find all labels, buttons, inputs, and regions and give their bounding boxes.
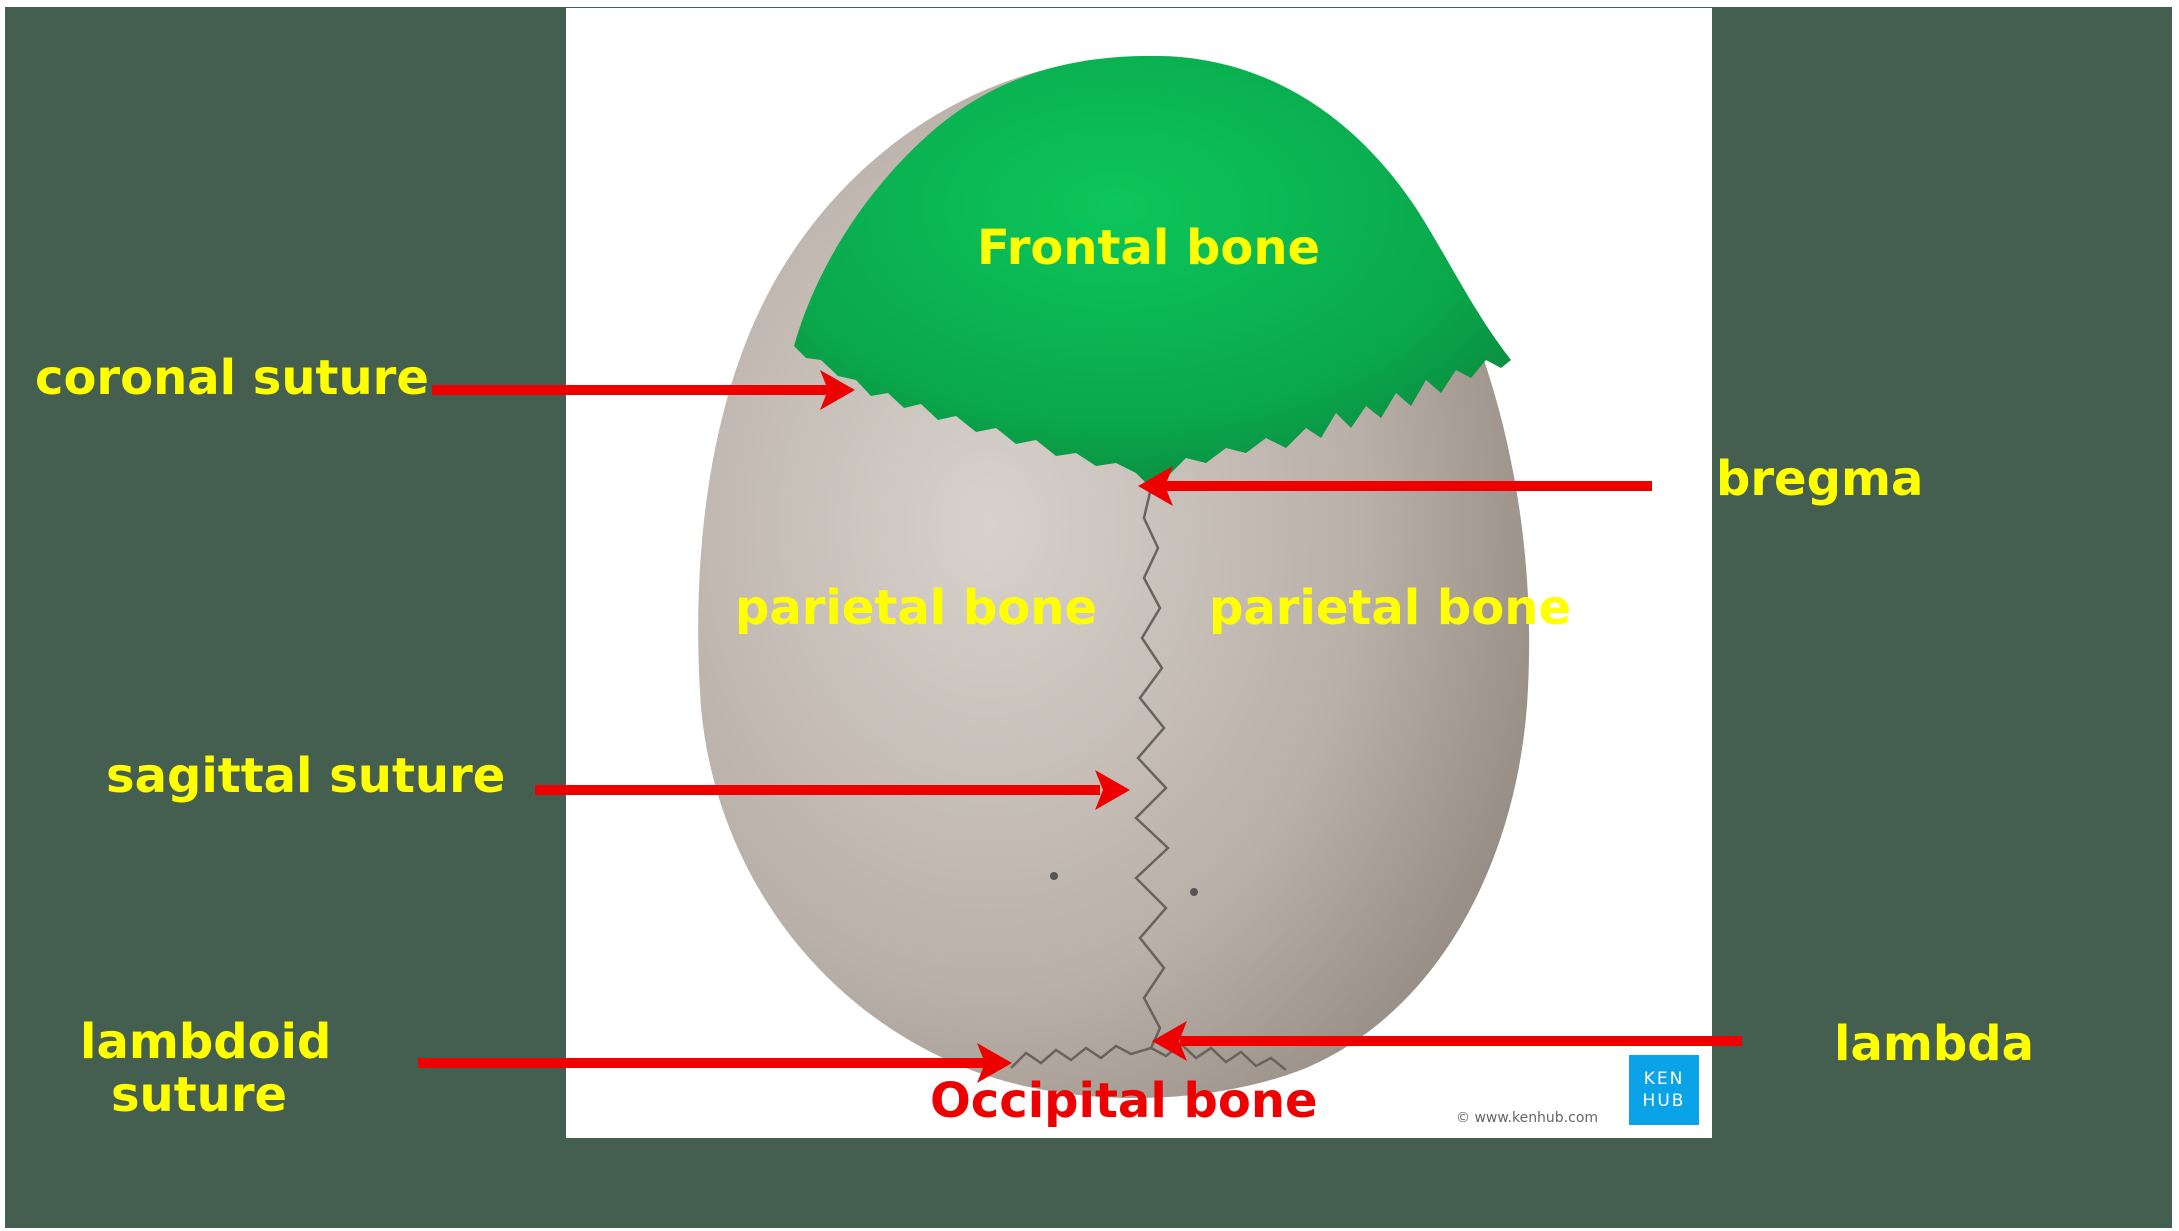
occipital-bone-label: Occipital bone	[930, 1075, 1318, 1128]
lambdoid-suture-label-line1: lambdoid	[80, 1016, 318, 1069]
kenhub-logo: KEN HUB	[1629, 1055, 1699, 1125]
lambdoid-suture-label: lambdoid suture	[80, 1016, 318, 1122]
parietal-bone-left-label: parietal bone	[735, 582, 1097, 635]
lambdoid-suture-label-line2: suture	[80, 1069, 318, 1122]
coronal-suture-label: coronal suture	[35, 352, 429, 405]
parietal-bone-right-label: parietal bone	[1209, 582, 1571, 635]
logo-text-line1: KEN	[1629, 1068, 1699, 1090]
logo-text-line2: HUB	[1629, 1090, 1699, 1112]
parietal-foramen-left	[1050, 872, 1058, 880]
skull-illustration	[566, 8, 1712, 1138]
frontal-bone-label: Frontal bone	[977, 222, 1320, 275]
copyright-text: © www.kenhub.com	[1456, 1110, 1598, 1126]
sagittal-suture-label: sagittal suture	[106, 750, 505, 803]
lambda-label: lambda	[1834, 1018, 2034, 1071]
illustration-panel	[566, 8, 1712, 1138]
bregma-label: bregma	[1716, 453, 1923, 506]
parietal-foramen-right	[1190, 888, 1198, 896]
